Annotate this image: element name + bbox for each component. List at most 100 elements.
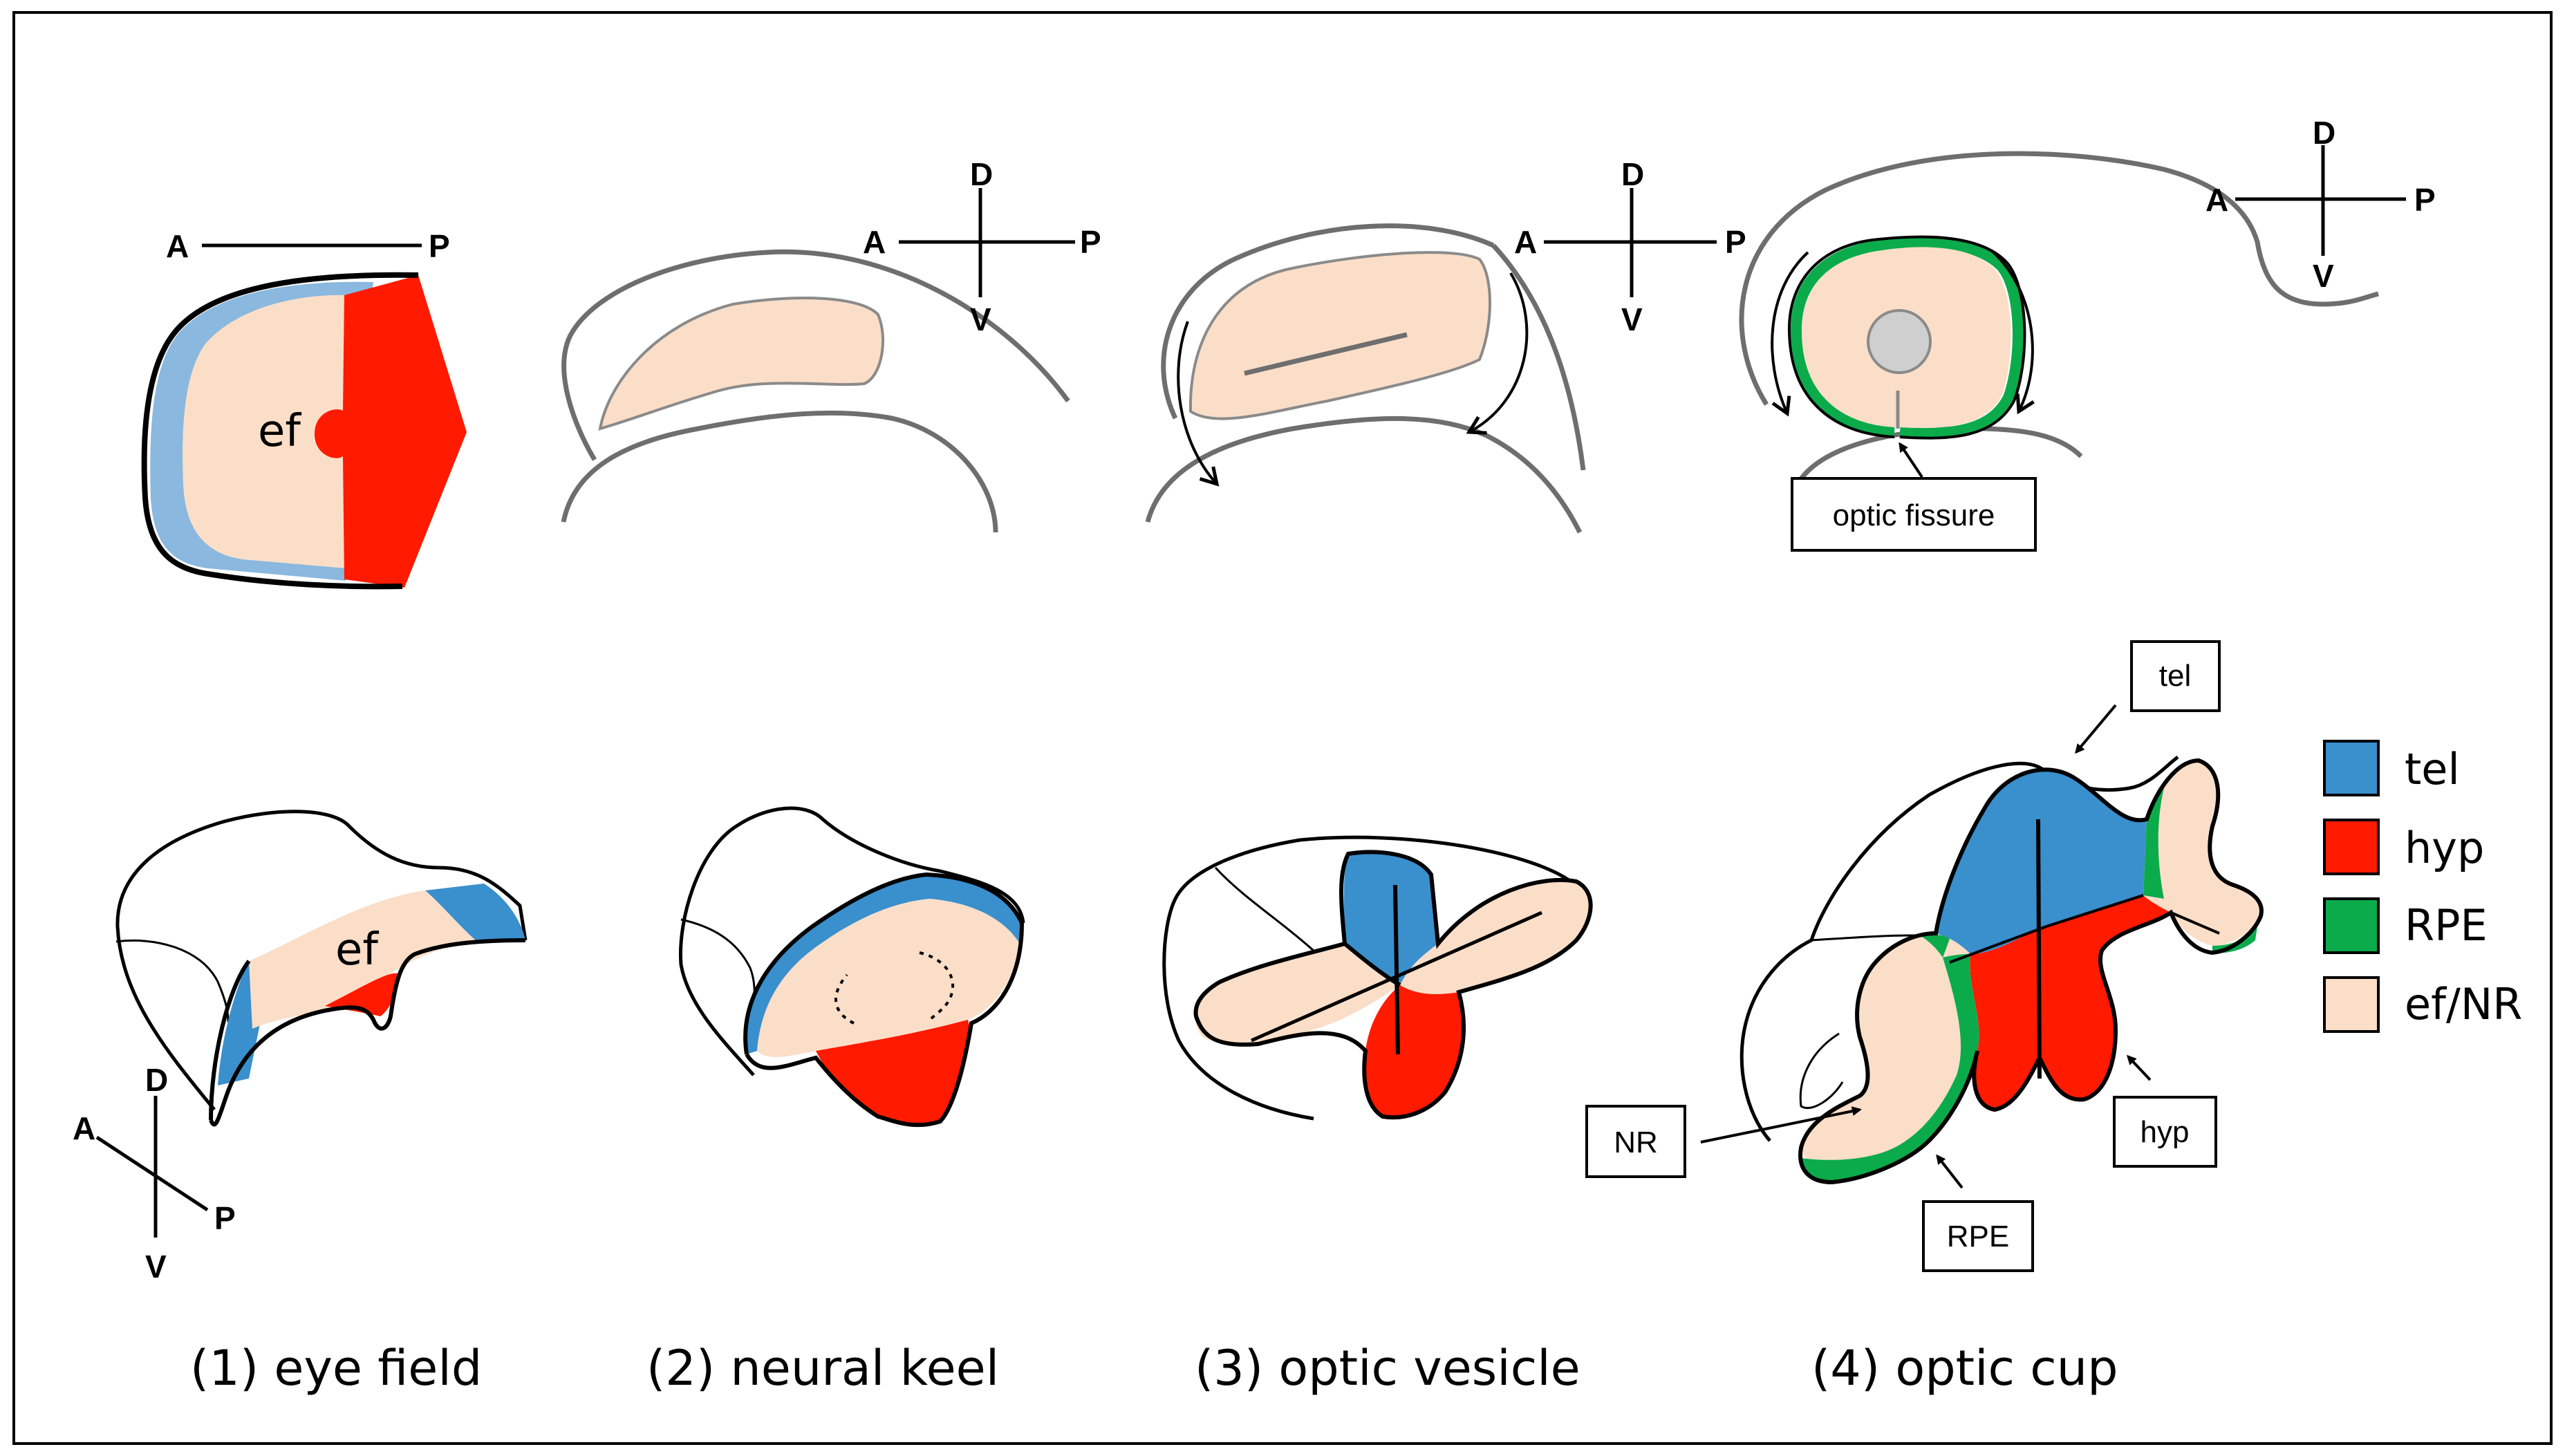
neural-keel-3d-view — [678, 806, 1025, 1128]
axis-label-d: D — [145, 1062, 168, 1098]
eye-field-lateral-view: ef A P — [141, 228, 467, 590]
legend-swatch-ef-nr — [2323, 976, 2380, 1033]
optic-vesicle-3d-hyp-region — [1364, 985, 1464, 1118]
eye-field-3d-hyp-region — [325, 973, 398, 1016]
optic-vesicle-3d-midline-horizontal — [1250, 911, 1543, 1043]
neural-keel-ef-region — [598, 297, 884, 431]
axis-label-v: V — [1621, 301, 1643, 337]
eye-field-3d-ef-label: ef — [335, 924, 379, 976]
axis-label-a: A — [166, 228, 189, 264]
axis-label-p: P — [1080, 224, 1101, 260]
axis-label-p: P — [429, 228, 450, 264]
neural-keel-lateral-view: A P D V — [561, 156, 1101, 533]
axis-cross-stage4: A P D V — [2205, 115, 2436, 294]
axis-label-p: P — [1725, 224, 1746, 260]
optic-cup-3d-junction-3 — [2170, 911, 2220, 935]
eye-field-ef-label: ef — [258, 406, 301, 457]
axis-ap-top-left: A P — [166, 228, 450, 264]
neural-keel-outer-outline — [561, 249, 1070, 461]
hyp-callout-pointer — [2126, 1054, 2152, 1081]
legend-label-hyp: hyp — [2405, 823, 2484, 873]
axis-label-a: A — [73, 1110, 95, 1146]
rpe-callout-box — [1922, 1200, 2034, 1272]
eye-field-3d-ef-region — [249, 890, 477, 1029]
optic-vesicle-3d-view — [1162, 835, 1593, 1121]
figure-frame — [12, 11, 2553, 1445]
tel-callout-label: tel — [2159, 659, 2191, 693]
optic-vesicle-outer-outline — [1161, 223, 1495, 420]
legend-label-tel: tel — [2405, 744, 2460, 794]
optic-cup-3d-junction-2 — [2046, 894, 2144, 928]
optic-vesicle-arrow-right — [1466, 272, 1529, 435]
caption-stage-1: (1) eye field — [190, 1340, 482, 1397]
optic-vesicle-midline — [1244, 332, 1408, 376]
optic-cup-3d-view: tel NR RPE hyp — [1585, 640, 2264, 1272]
legend-swatch-hyp — [2323, 819, 2380, 875]
neural-keel-3d-outline — [743, 872, 1025, 1128]
axis-label-p: P — [214, 1200, 236, 1236]
hyp-callout-label: hyp — [2140, 1115, 2190, 1149]
legend-item-ef-nr: ef/NR — [2323, 976, 2522, 1033]
optic-cup-lens — [1867, 309, 1932, 374]
legend: tel hyp RPE ef/NR — [2323, 740, 2522, 1033]
neural-keel-3d-ef-region — [757, 899, 1020, 1057]
caption-stage-2: (2) neural keel — [646, 1340, 999, 1397]
nr-callout-box — [1585, 1105, 1686, 1178]
stage-captions: (1) eye field (2) neural keel (3) optic … — [190, 1340, 2118, 1397]
optic-cup-3d-outline — [1798, 758, 2264, 1185]
optic-vesicle-3d-tel-region — [1343, 852, 1438, 985]
optic-cup-lateral-view: optic fissure A P D V — [1739, 115, 2436, 552]
optic-vesicle-arrow-left — [1177, 321, 1220, 487]
optic-cup-3d-hyp-region — [1970, 895, 2171, 1110]
legend-item-hyp: hyp — [2323, 819, 2484, 875]
legend-label-rpe: RPE — [2405, 900, 2488, 951]
eye-field-hyp-region — [315, 275, 467, 588]
eye-field-outline — [141, 272, 419, 590]
axis-cross-stage3: A P D V — [1514, 156, 1746, 337]
axis-label-d: D — [970, 156, 993, 192]
axis-label-a: A — [1514, 224, 1537, 260]
rpe-callout-label: RPE — [1947, 1220, 2009, 1253]
axis-label-v: V — [145, 1249, 167, 1285]
axis-label-v: V — [970, 301, 991, 337]
optic-vesicle-lower-outline — [1145, 416, 1583, 534]
axis-label-a: A — [2205, 182, 2228, 218]
legend-item-rpe: RPE — [2323, 897, 2488, 954]
optic-cup-3d-nr-right — [2143, 760, 2261, 946]
axis-label-d: D — [2313, 115, 2335, 151]
axis-diagonal-bottom-left: D A P V — [73, 1062, 236, 1285]
eye-field-3d-tel-right — [425, 884, 525, 942]
optic-cup-3d-tel-region — [1936, 769, 2147, 954]
optic-vesicle-3d-ef-left-lobe — [1195, 944, 1400, 1044]
optic-cup-3d-fissure — [2036, 819, 2042, 1079]
legend-swatch-tel — [2323, 740, 2380, 796]
tel-callout-box — [2130, 640, 2221, 712]
neural-keel-lower-outline — [561, 410, 998, 533]
optic-cup-3d-junction-1 — [1949, 925, 2047, 964]
axis-label-p: P — [2414, 182, 2436, 218]
optic-vesicle-3d-outline — [1193, 850, 1593, 1120]
axis-label-d: D — [1621, 156, 1644, 192]
optic-vesicle-lateral-view: A P D V — [1145, 156, 1746, 534]
legend-label-ef-nr: ef/NR — [2405, 979, 2522, 1029]
optic-fissure-callout-label: optic fissure — [1833, 498, 1995, 532]
optic-cup-outline — [1787, 235, 2026, 440]
nr-callout-label: NR — [1614, 1126, 1658, 1159]
neural-keel-3d-dotted-groove — [834, 951, 955, 1025]
legend-item-tel: tel — [2323, 740, 2460, 796]
hyp-callout-box — [2113, 1096, 2217, 1168]
eye-field-ef-region — [183, 295, 346, 568]
caption-stage-4: (4) optic cup — [1811, 1340, 2118, 1397]
optic-fissure-callout-box — [1791, 477, 2037, 552]
optic-cup-rpe-ring — [1790, 236, 2024, 440]
caption-stage-3: (3) optic vesicle — [1195, 1340, 1580, 1397]
legend-swatch-rpe — [2323, 897, 2380, 954]
eye-field-3d-view: ef D A P V — [73, 810, 528, 1285]
optic-fissure-pointer — [1899, 442, 1923, 478]
nr-callout-pointer — [1700, 1106, 1862, 1144]
optic-vesicle-dorsal-outline — [1491, 243, 1586, 471]
optic-vesicle-3d-ef-right-lobe — [1400, 879, 1591, 994]
optic-cup-arrow-left — [1771, 251, 1809, 417]
axis-cross-stage2: A P D V — [863, 156, 1101, 337]
